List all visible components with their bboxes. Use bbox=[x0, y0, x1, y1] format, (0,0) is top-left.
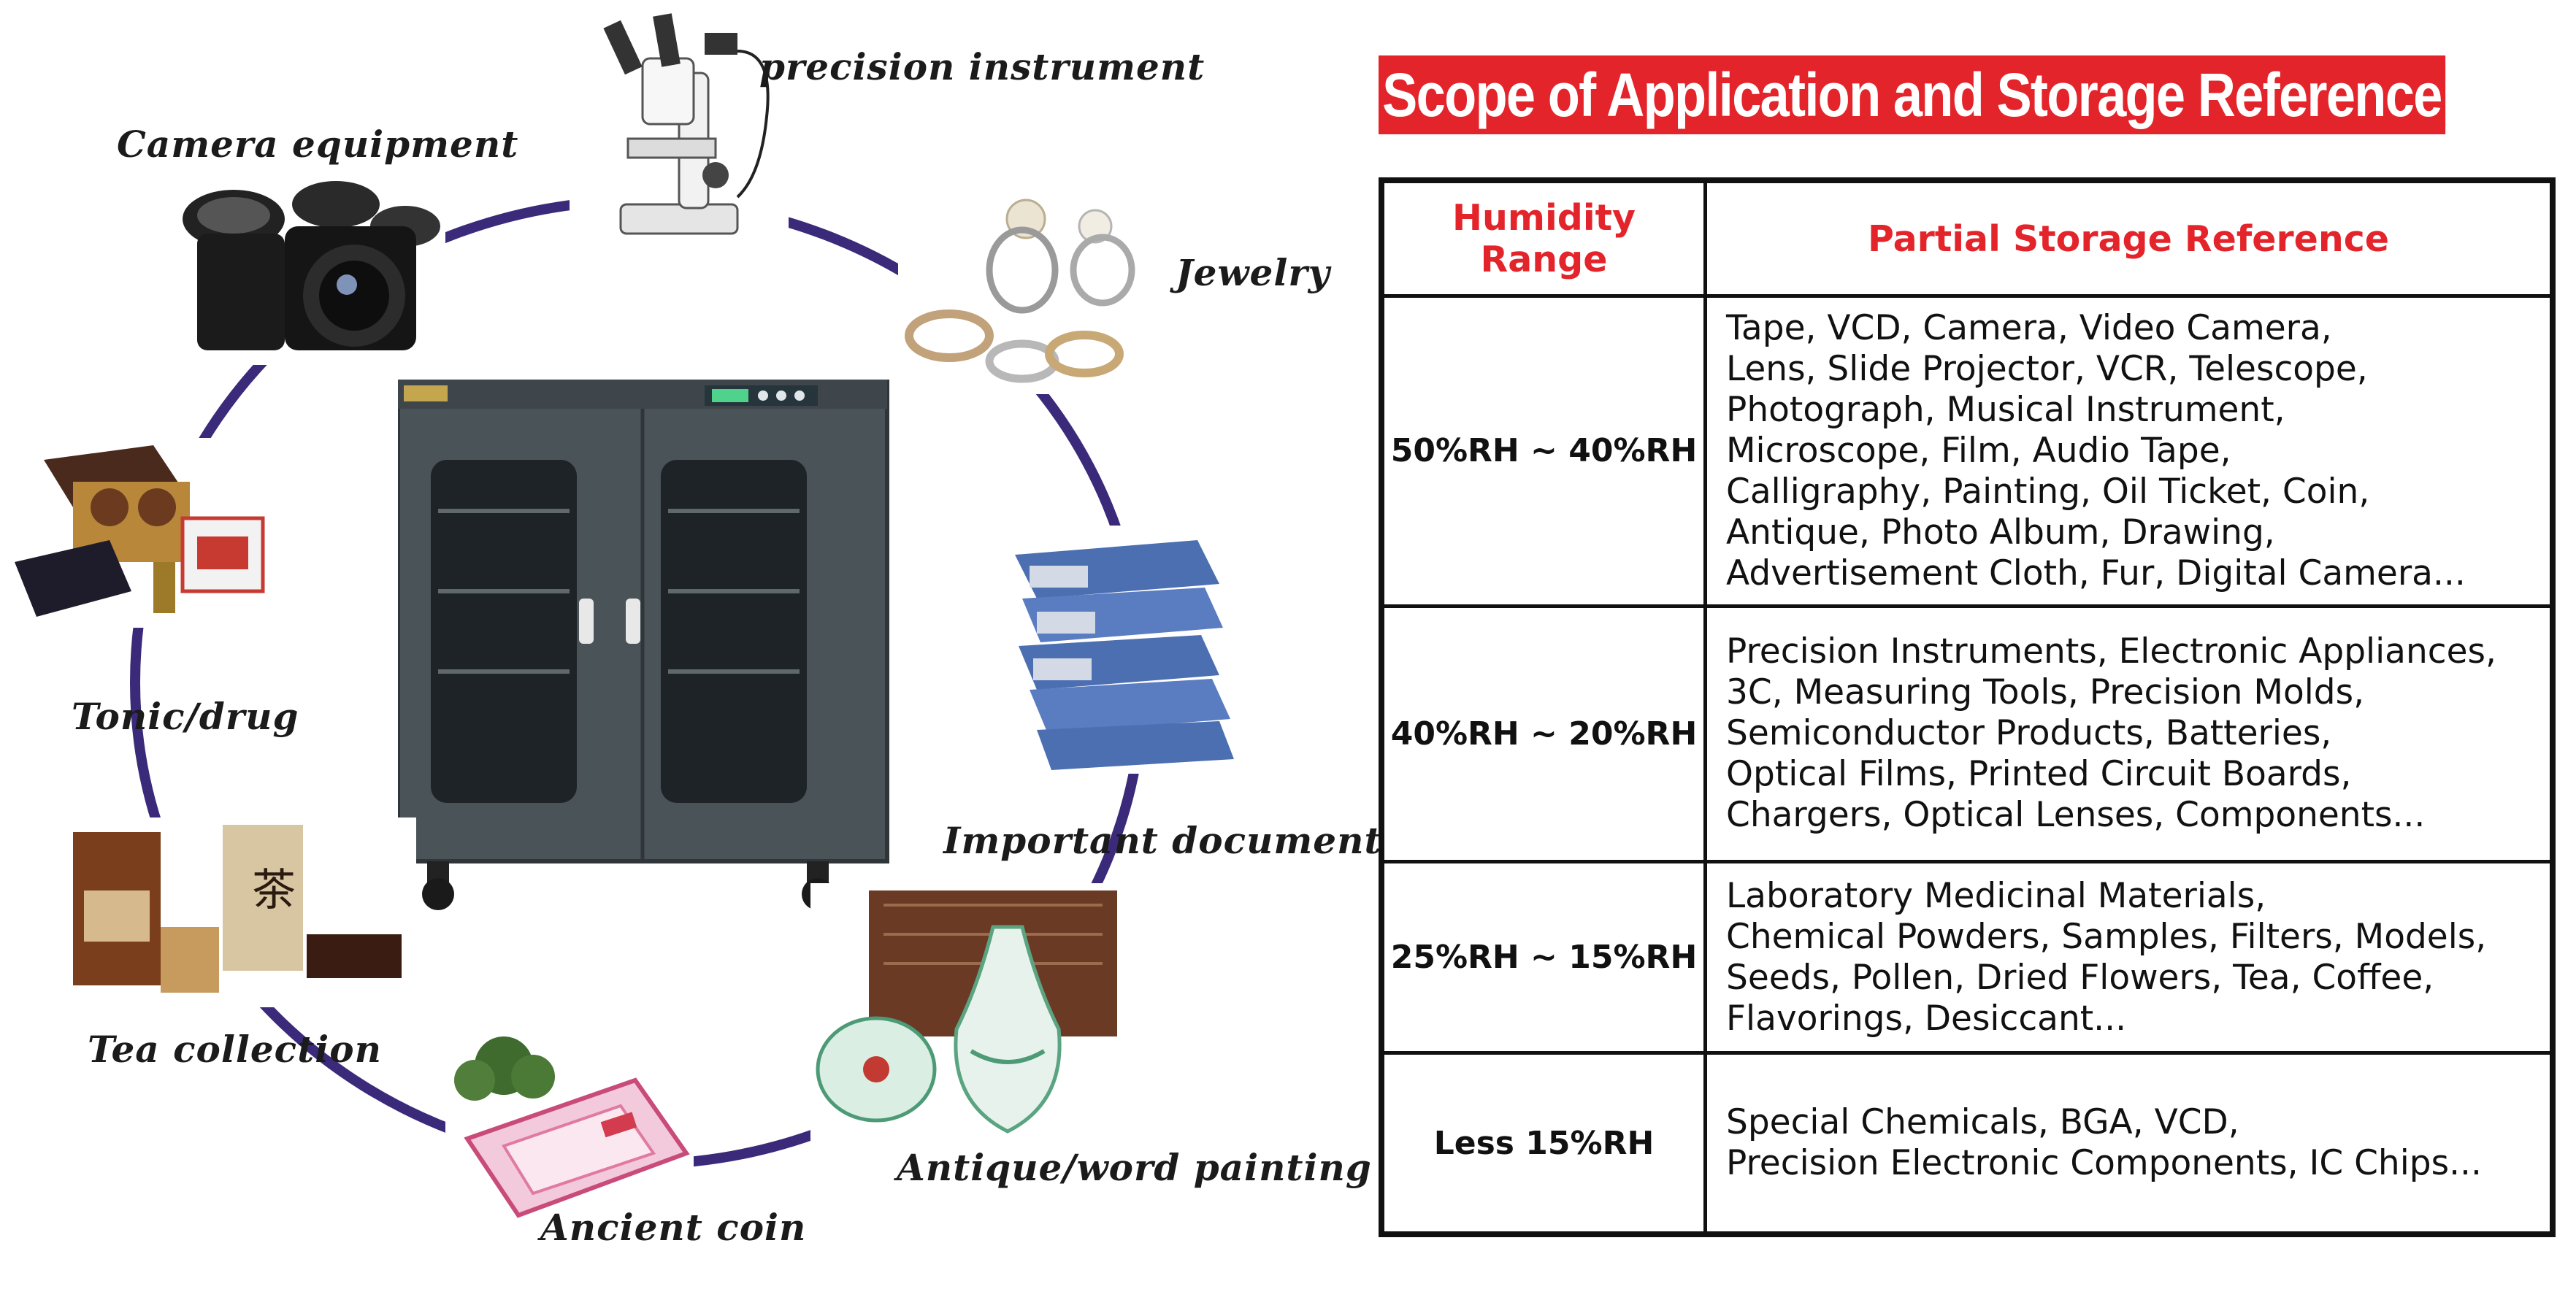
label-important-document: Important document bbox=[943, 819, 1382, 862]
storage-items-cell: Tape, VCD, Camera, Video Camera, Lens, S… bbox=[1703, 294, 2555, 608]
storage-item-line: Antique, Photo Album, Drawing, bbox=[1726, 512, 2275, 553]
storage-item-line: Semiconductor Products, Batteries, bbox=[1726, 713, 2332, 754]
document-binders-icon bbox=[1000, 526, 1241, 774]
storage-item-line: Chargers, Optical Lenses, Components... bbox=[1726, 795, 2426, 836]
label-jewelry: Jewelry bbox=[1176, 251, 1330, 294]
jewelry-icon bbox=[898, 190, 1139, 394]
header-humidity-range: Humidity Range bbox=[1379, 178, 1707, 299]
storage-item-line: Optical Films, Printed Circuit Boards, bbox=[1726, 754, 2352, 795]
reference-title: Scope of Application and Storage Referen… bbox=[1379, 55, 2445, 134]
storage-items-cell: Laboratory Medicinal Materials, Chemical… bbox=[1703, 859, 2555, 1055]
header-partial-storage-reference: Partial Storage Reference bbox=[1703, 178, 2555, 299]
storage-item-line: Calligraphy, Painting, Oil Ticket, Coin, bbox=[1726, 471, 2370, 512]
storage-item-line: Seeds, Pollen, Dried Flowers, Tea, Coffe… bbox=[1726, 957, 2434, 998]
label-tonic-drug: Tonic/drug bbox=[72, 695, 299, 738]
table-row: 25%RH ~ 15%RH Laboratory Medicinal Mater… bbox=[1379, 859, 2555, 1055]
label-antique-word-painting: Antique/word painting bbox=[897, 1146, 1372, 1189]
storage-item-line: Photograph, Musical Instrument, bbox=[1726, 389, 2285, 430]
dry-cabinet-icon bbox=[398, 380, 894, 920]
humidity-range-cell: 40%RH ~ 20%RH bbox=[1379, 604, 1707, 863]
storage-items-cell: Special Chemicals, BGA, VCD, Precision E… bbox=[1703, 1051, 2555, 1236]
table-row: 40%RH ~ 20%RH Precision Instruments, Ele… bbox=[1379, 604, 2555, 863]
label-ancient-coin: Ancient coin bbox=[540, 1206, 807, 1249]
table-header-row: Humidity Range Partial Storage Reference bbox=[1379, 178, 2555, 299]
humidity-range-cell: 25%RH ~ 15%RH bbox=[1379, 859, 1707, 1055]
label-camera-equipment: Camera equipment bbox=[117, 123, 519, 166]
humidity-range-cell: 50%RH ~ 40%RH bbox=[1379, 294, 1707, 608]
storage-item-line: Microscope, Film, Audio Tape, bbox=[1726, 430, 2231, 471]
storage-item-line: Lens, Slide Projector, VCR, Telescope, bbox=[1726, 348, 2368, 389]
storage-item-line: 3C, Measuring Tools, Precision Molds, bbox=[1726, 672, 2365, 713]
storage-item-line: Flavorings, Desiccant... bbox=[1726, 998, 2127, 1039]
table-row: Less 15%RH Special Chemicals, BGA, VCD, … bbox=[1379, 1051, 2555, 1236]
storage-item-line: Special Chemicals, BGA, VCD, bbox=[1726, 1102, 2239, 1143]
storage-item-line: Precision Instruments, Electronic Applia… bbox=[1726, 631, 2496, 672]
storage-item-line: Chemical Powders, Samples, Filters, Mode… bbox=[1726, 916, 2487, 957]
label-tea-collection: Tea collection bbox=[88, 1028, 382, 1071]
tea-collection-icon: 茶 bbox=[66, 818, 416, 1007]
storage-reference-table: Humidity Range Partial Storage Reference… bbox=[1379, 177, 2556, 1237]
camera-icon bbox=[175, 175, 445, 365]
storage-items-cell: Precision Instruments, Electronic Applia… bbox=[1703, 604, 2555, 863]
label-precision-instrument: precision instrument bbox=[759, 45, 1205, 88]
application-diagram: precision instrument Camera equipment Je… bbox=[0, 7, 1381, 1249]
antique-vase-icon bbox=[810, 883, 1132, 1146]
ancient-coin-icon bbox=[445, 1036, 694, 1219]
storage-item-line: Advertisement Cloth, Fur, Digital Camera… bbox=[1726, 553, 2466, 593]
storage-item-line: Precision Electronic Components, IC Chip… bbox=[1726, 1143, 2482, 1184]
humidity-range-cell: Less 15%RH bbox=[1379, 1051, 1707, 1236]
storage-item-line: Tape, VCD, Camera, Video Camera, bbox=[1726, 307, 2332, 348]
microscope-icon bbox=[570, 7, 789, 248]
table-row: 50%RH ~ 40%RH Tape, VCD, Camera, Video C… bbox=[1379, 294, 2555, 608]
storage-item-line: Laboratory Medicinal Materials, bbox=[1726, 875, 2266, 916]
tonic-drug-icon bbox=[0, 438, 277, 628]
svg-text:茶: 茶 bbox=[252, 865, 296, 916]
